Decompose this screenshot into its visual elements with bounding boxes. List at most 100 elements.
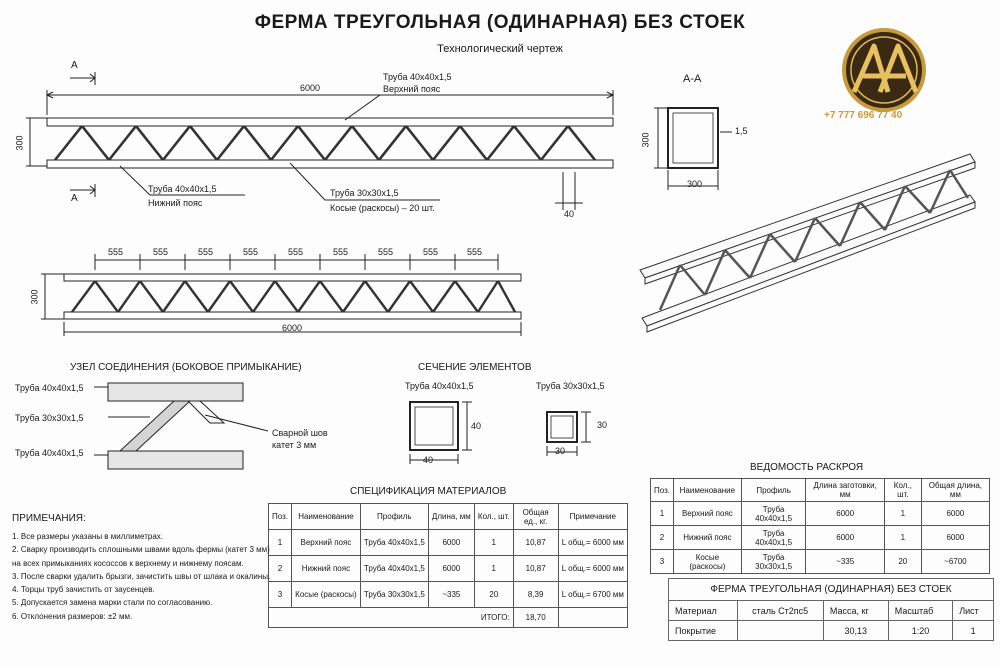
page-title: ФЕРМА ТРЕУГОЛЬНАЯ (ОДИНАРНАЯ) БЕЗ СТОЕК — [254, 12, 746, 33]
note-item: 2. Сварку производить сплошными швами вд… — [12, 545, 270, 555]
node-pipe-diag-label: Труба 30х30х1,5 — [15, 413, 84, 423]
cut-cell: 6000 — [920, 501, 991, 526]
title-block-mass-value: 30,13 — [822, 620, 889, 641]
node-pipe-top-label: Труба 40х40х1,5 — [15, 383, 84, 393]
spec-header: Профиль — [359, 503, 429, 530]
table-row: 1 Верхний пояс Труба 40х40х1,5 6000 1 60… — [650, 501, 991, 526]
spec-cell: Труба 40х40х1,5 — [359, 529, 429, 556]
title-block-coating-value — [736, 620, 824, 641]
spec-cell: 2 — [267, 555, 293, 582]
bottom-chord-name-label: Нижний пояс — [148, 198, 203, 208]
segment-dim: 555 — [467, 247, 483, 257]
node-title: УЗЕЛ СОЕДИНЕНИЯ (БОКОВОЕ ПРИМЫКАНИЕ) — [70, 362, 302, 373]
cut-cell: Косые (раскосы) — [673, 549, 742, 574]
diagonal-name-label: Косые (раскосы) – 20 шт. — [330, 203, 435, 213]
segment-dim: 555 — [288, 247, 304, 257]
top-chord-pipe-label: Труба 40х40х1,5 — [383, 72, 452, 82]
height-dim: 300 — [14, 135, 25, 151]
segment-dim: 555 — [243, 247, 259, 257]
title-block: ФЕРМА ТРЕУГОЛЬНАЯ (ОДИНАРНАЯ) БЕЗ СТОЕК … — [668, 578, 994, 641]
logo-phone: +7 777 696 77 40 — [824, 110, 903, 121]
cut-cell: ~335 — [805, 549, 885, 574]
cut-header: Профиль — [740, 478, 807, 502]
bottom-chord-pipe-label: Труба 40х40х1,5 — [148, 184, 217, 194]
spec-cell: 6000 — [427, 555, 475, 582]
section-aa-drawing — [654, 107, 732, 190]
title-block-name: ФЕРМА ТРЕУГОЛЬНАЯ (ОДИНАРНАЯ) БЕЗ СТОЕК — [668, 578, 994, 601]
cut-header: Поз. — [650, 478, 674, 502]
table-row: 1 Верхний пояс Труба 40х40х1,5 6000 1 10… — [267, 529, 629, 556]
end-offset-dim: 40 — [564, 209, 575, 219]
length-dim: 6000 — [300, 83, 321, 93]
cut-cell: 1 — [883, 501, 922, 526]
weld-label-line1: Сварной шов — [272, 428, 328, 438]
cut-cell: 20 — [883, 549, 922, 574]
spec-cell: Труба 40х40х1,5 — [359, 555, 429, 582]
cut-cell: Нижний пояс — [673, 525, 742, 550]
spec-header: Общая ед., кг. — [512, 503, 559, 530]
cut-cell: ~6700 — [920, 549, 991, 574]
spec-cell: Верхний пояс — [291, 529, 361, 556]
section-aa-title: А-А — [683, 73, 702, 85]
spec-cell: 1 — [267, 529, 293, 556]
spec-header: Примечание — [557, 503, 629, 530]
table-row: 2 Нижний пояс Труба 40х40х1,5 6000 1 600… — [650, 525, 991, 550]
sections-title: СЕЧЕНИЕ ЭЛЕМЕНТОВ — [418, 362, 532, 373]
segment-dim: 555 — [108, 247, 124, 257]
cut-header: Наименование — [673, 478, 742, 502]
truss-elevation-view — [26, 72, 615, 210]
segment-dim: 555 — [378, 247, 394, 257]
cut-title: ВЕДОМОСТЬ РАСКРОЯ — [750, 462, 864, 473]
section-a-height: 40 — [471, 421, 482, 431]
section-b-label: Труба 30х30х1,5 — [536, 381, 605, 391]
spec-header: Поз. — [267, 503, 293, 530]
section-aa-wall: 1,5 — [735, 126, 748, 136]
spec-cell: 6000 — [427, 529, 475, 556]
section-aa-width: 300 — [687, 179, 703, 189]
truss-isometric-view — [639, 153, 976, 333]
spec-table: Поз. Наименование Профиль Длина, мм Кол.… — [267, 503, 629, 628]
cut-cell: 6000 — [920, 525, 991, 550]
note-item: 1. Все размеры указаны в миллиметрах. — [12, 532, 164, 541]
notes-title: ПРИМЕЧАНИЯ: — [12, 513, 86, 524]
company-logo: +7 777 696 77 40 — [818, 26, 950, 126]
page-subtitle: Технологический чертеж — [437, 43, 563, 55]
note-item: 4. Торцы труб зачистить от заусенцев. — [12, 585, 155, 595]
section-b-height: 30 — [597, 420, 608, 430]
spec-cell: 8,39 — [512, 581, 559, 608]
section-a-width: 40 — [423, 455, 434, 465]
segment-dim: 555 — [153, 247, 169, 257]
note-item: 3. После сварки удалить брызги, зачистит… — [12, 571, 271, 581]
spec-cell: 10,87 — [512, 555, 559, 582]
sections-drawing — [409, 401, 591, 464]
spec-title: СПЕЦИФИКАЦИЯ МАТЕРИАЛОВ — [350, 486, 507, 497]
cut-cell: 1 — [650, 501, 674, 526]
segment-dim: 555 — [198, 247, 214, 257]
spec-cell: 1 — [473, 555, 514, 582]
cut-table: Поз. Наименование Профиль Длина заготовк… — [650, 478, 991, 574]
title-block-scale-value: 1:20 — [887, 620, 954, 641]
second-length-dim: 6000 — [282, 323, 303, 333]
section-a-label: Труба 40х40х1,5 — [405, 381, 474, 391]
title-block-sheet-value: 1 — [952, 620, 994, 641]
spec-cell: L общ.= 6000 мм — [557, 529, 629, 556]
spec-cell: 1 — [473, 529, 514, 556]
note-item: 5. Допускается замена марки стали по сог… — [12, 598, 213, 608]
spec-cell: Косые (раскосы) — [291, 581, 361, 608]
table-row: 2 Нижний пояс Труба 40х40х1,5 6000 1 10,… — [267, 555, 629, 582]
spec-cell: Нижний пояс — [291, 555, 361, 582]
notes-list: 1. Все размеры указаны в миллиметрах. 2.… — [12, 530, 270, 623]
spec-cell: 10,87 — [512, 529, 559, 556]
note-item: 6. Отклонения размеров: ±2 мм. — [12, 611, 133, 621]
spec-cell: Труба 30х30х1,5 — [359, 581, 429, 608]
cut-header: Длина заготовки, мм — [805, 478, 885, 502]
spec-cell: L общ.= 6000 мм — [557, 555, 629, 582]
truss-dimension-view — [41, 254, 522, 336]
cut-cell: 1 — [883, 525, 922, 550]
logo-emblem-icon — [842, 28, 926, 112]
segment-dim: 555 — [423, 247, 439, 257]
segment-dim: 555 — [333, 247, 349, 257]
top-chord-name-label: Верхний пояс — [383, 84, 441, 94]
node-detail-drawing — [94, 382, 269, 470]
spec-cell: 3 — [267, 581, 293, 608]
